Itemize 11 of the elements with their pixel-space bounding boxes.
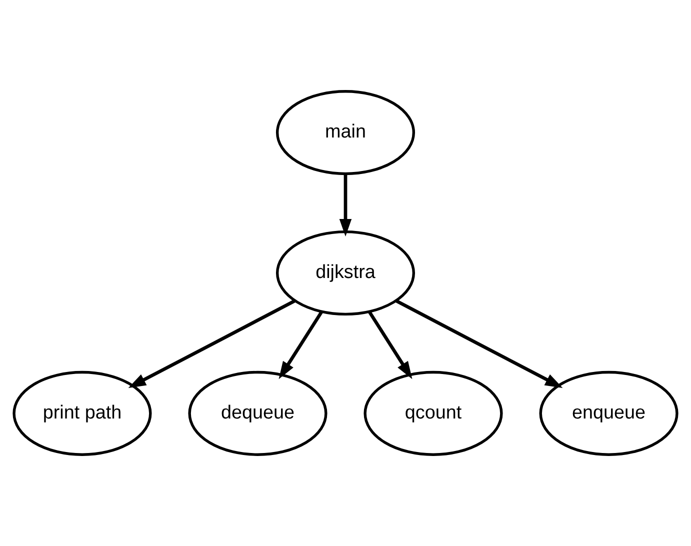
arrow [339,174,352,237]
node-ellipse: qcount [364,370,503,456]
node-ellipse: print path [12,370,152,456]
arrow [278,310,324,380]
node-ellipse: main [276,90,416,176]
arrow [128,299,296,388]
arrow [368,310,412,380]
node-ellipse: dijkstra [276,230,416,316]
node-ellipse: dequeue [188,370,328,456]
node-ellipse: enqueue [539,370,678,456]
arrow [395,299,563,388]
